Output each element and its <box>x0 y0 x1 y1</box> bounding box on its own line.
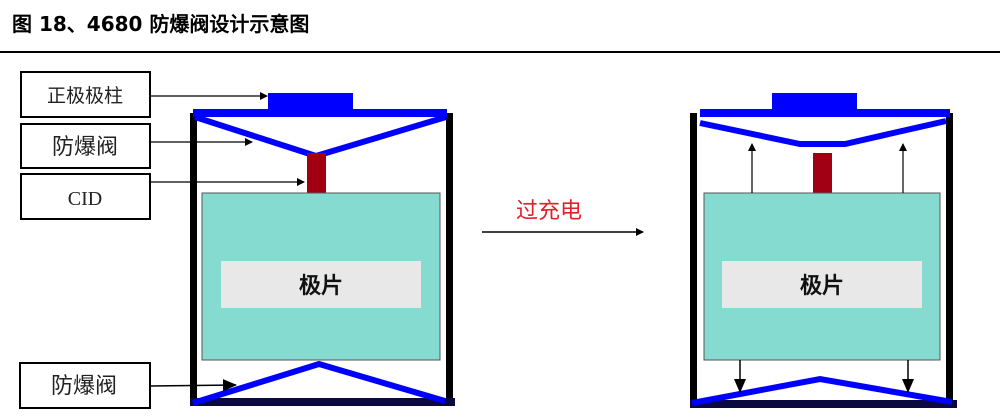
vent-top <box>194 114 447 160</box>
label-positive-terminal: 正极极柱 <box>20 71 151 118</box>
svg-text:正极极柱: 正极极柱 <box>47 85 123 107</box>
vent-bottom-deformed <box>691 375 953 406</box>
positive-terminal <box>268 93 353 111</box>
pointer-arrow <box>149 379 237 392</box>
cid-device <box>307 153 326 193</box>
positive-terminal <box>772 93 857 110</box>
cell-normal: 极片 <box>190 93 455 406</box>
svg-text:CID: CID <box>68 188 102 210</box>
figure-title: 图 18、4680 防爆阀设计示意图 <box>12 12 310 36</box>
svg-text:防爆阀: 防爆阀 <box>52 135 118 160</box>
svg-text:防爆阀: 防爆阀 <box>51 374 117 399</box>
label-vent-bottom: 防爆阀 <box>19 362 151 409</box>
vent-top-deformed <box>699 118 947 147</box>
cell-overcharged: 极片 <box>690 93 957 408</box>
label-cid: CID <box>20 173 151 220</box>
cid-device <box>813 153 832 193</box>
vent-bottom <box>192 360 446 406</box>
title-divider <box>0 51 1000 53</box>
svg-text:极片: 极片 <box>800 274 844 299</box>
overcharge-label: 过充电 <box>516 199 582 224</box>
label-vent-top: 防爆阀 <box>20 123 151 169</box>
svg-text:极片: 极片 <box>299 274 343 299</box>
